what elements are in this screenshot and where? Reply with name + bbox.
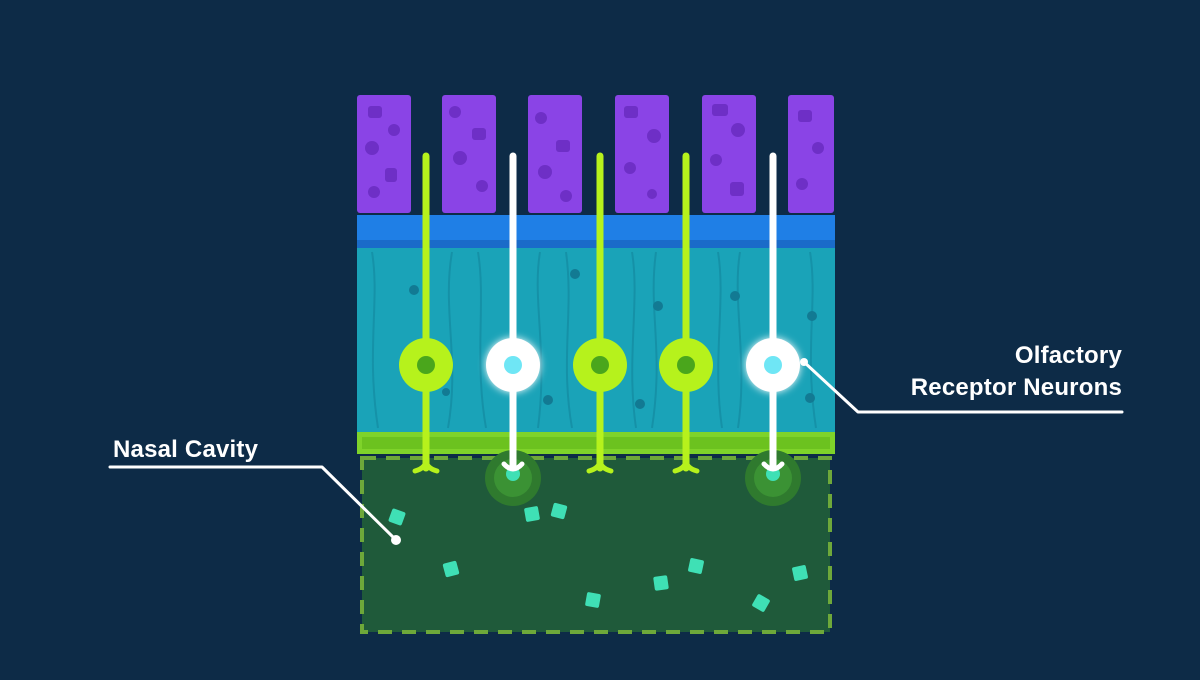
- bone-cell: [702, 95, 756, 213]
- bone-cell: [615, 95, 669, 213]
- neuron-nucleus: [504, 356, 522, 374]
- nasal-leader-line: [108, 465, 398, 542]
- odor-molecule: [792, 565, 808, 581]
- odor-molecules: [388, 502, 808, 612]
- olfactory-pointer: [800, 358, 1124, 414]
- nasal-pointer: [108, 465, 401, 545]
- olfactory-receptor-neurons-label: Olfactory Receptor Neurons: [911, 340, 1122, 404]
- nasal-leader-dot: [391, 535, 401, 545]
- neuron-nucleus: [677, 356, 695, 374]
- nasal-cavity-label: Nasal Cavity: [113, 436, 259, 463]
- neuron-cilia: [501, 461, 525, 472]
- neuron-active: [485, 152, 541, 506]
- olfactory-label-line1: Olfactory: [1014, 342, 1122, 369]
- olfactory-leader-line: [802, 360, 1124, 414]
- odor-molecule: [388, 508, 406, 526]
- neuron-nucleus: [591, 356, 609, 374]
- bone-cell-layer: [357, 95, 834, 213]
- neuron-inactive: [659, 152, 713, 474]
- odor-molecule: [653, 575, 669, 591]
- odor-molecule: [524, 506, 540, 522]
- olfactory-label-line2: Receptor Neurons: [910, 374, 1122, 401]
- neuron-active: [745, 152, 801, 506]
- neuron-inactive: [573, 152, 627, 474]
- odor-molecule: [752, 594, 770, 612]
- neuron-nucleus: [417, 356, 435, 374]
- neuron-nucleus: [764, 356, 782, 374]
- neuron-layer: [399, 152, 801, 506]
- odor-molecule: [550, 502, 568, 520]
- neuron-inactive: [399, 152, 453, 474]
- neuron-cilia-right: [683, 457, 700, 474]
- neuron-cilia: [761, 461, 785, 472]
- odor-molecule: [442, 560, 460, 578]
- bone-cell: [528, 95, 582, 213]
- bone-spots: [365, 104, 824, 202]
- neuron-cilia-right: [597, 457, 614, 474]
- olfactory-leader-dot: [800, 358, 808, 366]
- membrane-band-shade: [357, 240, 835, 248]
- odor-molecule: [585, 592, 601, 608]
- bone-cell: [357, 95, 411, 213]
- mucus-band-inner: [362, 437, 830, 449]
- odor-molecule: [688, 558, 704, 574]
- neuron-cilia-right: [423, 457, 440, 474]
